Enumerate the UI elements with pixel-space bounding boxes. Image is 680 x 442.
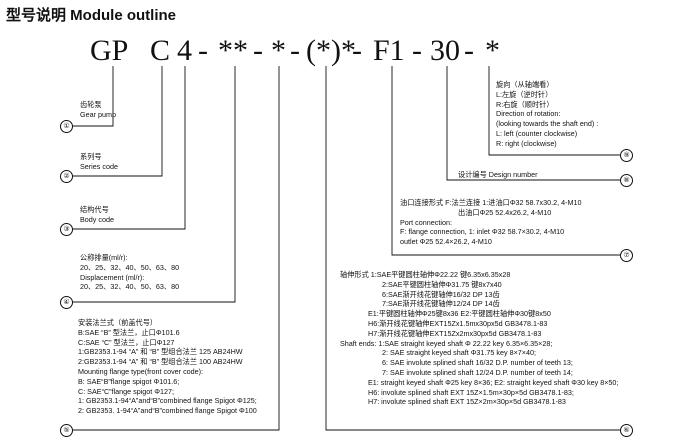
marker-4: ④ <box>60 296 73 309</box>
marker-7: ⑦ <box>620 249 633 262</box>
block-port-connection: 油口连接形式 F:法兰连接 1:进油口Φ32 58.7x30.2, 4-M10 … <box>400 198 581 247</box>
block-line: 20、25、32、40、50、63、80 <box>80 262 180 272</box>
block-design-number: 设计编号 Design number <box>458 170 538 180</box>
block-line: 出油口Φ25 52.4x26.2, 4-M10 <box>458 207 552 217</box>
block-line: 设计编号 Design number <box>458 170 538 179</box>
page-title: 型号说明 Module outline <box>6 7 176 24</box>
block-line: L:左旋（逆时针） <box>496 89 553 99</box>
block-line: 2: GB2353. 1-94“A”and“B”combined flange … <box>78 406 257 416</box>
block-rotation: 旋向（从轴端看） L:左旋（逆时针） R:右旋（顺时针） Direction o… <box>496 80 598 149</box>
block-line: 7:SAE渐开线花键轴伸12/24 DP 14齿 <box>382 299 500 309</box>
marker-2: ② <box>60 170 73 183</box>
block-line: 旋向（从轴端看） <box>496 80 554 89</box>
code-flange: * <box>271 34 286 67</box>
marker-6: ⑥ <box>620 424 633 437</box>
code-dash-6: - <box>464 34 474 67</box>
block-line: 2:SAE平键圆柱轴伸Φ31.75 键8x7x40 <box>382 279 502 289</box>
block-line: E1: straight keyed shaft Φ25 key 8×36; E… <box>368 377 619 387</box>
code-dash-3: - <box>290 34 300 67</box>
block-line: (looking towards the shaft end) : <box>496 119 599 129</box>
code-rotation: * <box>485 34 500 67</box>
block-line: 7: SAE involute splined shaft 12/24 D.P.… <box>382 367 573 377</box>
code-displacement: ** <box>218 34 248 67</box>
block-line: 20、25、32、40、50、63、80 <box>80 282 180 292</box>
leader-6 <box>325 66 620 431</box>
code-dash-5: - <box>412 34 422 67</box>
block-shaft-ends: 轴伸形式 1:SAE平键圆柱轴伸Φ22.22 键6.35x6.35x28 2:S… <box>340 270 618 407</box>
block-line: H6: involute splined shaft EXT 15Z×1.5m×… <box>368 387 574 397</box>
block-line: 6:SAE渐开线花键轴伸16/32 DP 13齿 <box>382 289 500 299</box>
block-line: E1:平键圆柱轴伸Φ25键8x36 E2:平键圆柱轴伸Φ30键8x50 <box>368 309 551 319</box>
marker-3: ③ <box>60 223 73 236</box>
block-line: Series code <box>80 161 118 171</box>
code-dash-1: - <box>198 34 208 67</box>
leader-5 <box>72 66 280 431</box>
block-line: 安装法兰式（前盖代号） <box>78 318 158 327</box>
code-4: 4 <box>177 34 192 67</box>
block-line: H6:渐开线花键轴伸EXT15Zx1.5mx30px5d GB3478.1-83 <box>368 318 548 328</box>
leader-2 <box>72 66 163 177</box>
block-line: Displacement (ml/r): <box>80 272 145 282</box>
block-line: 公称排量(ml/r): <box>80 253 128 262</box>
leader-8 <box>446 66 620 181</box>
block-line: H7: involute splined shaft EXT 15Z×2m×30… <box>368 397 566 407</box>
block-line: outlet Φ25 52.4×26.2, 4-M10 <box>400 237 492 247</box>
leader-1 <box>72 66 114 127</box>
code-dash-2: - <box>253 34 263 67</box>
block-line: Shaft ends: 1:SAE straight keyed shaft Φ… <box>340 338 553 348</box>
block-line: 1: GB2353.1-94“A”and“B”combined flange S… <box>78 396 257 406</box>
leader-7 <box>391 66 620 256</box>
code-dash-4: - <box>352 34 362 67</box>
marker-5: ⑤ <box>60 424 73 437</box>
block-line: 齿轮泵 <box>80 100 102 109</box>
block-line: 2:GB2353.1-94 “A” 和 “B” 型组合法兰 100 AB24HW <box>78 357 243 367</box>
marker-8: ⑧ <box>620 174 633 187</box>
block-line: Direction of rotation: <box>496 109 561 119</box>
block-line: R: right (clockwise) <box>496 138 557 148</box>
block-line: L: left (counter clockwise) <box>496 128 578 138</box>
block-line: 系列号 <box>80 152 102 161</box>
block-line: B:SAE “B” 型法兰，止口Φ101.6 <box>78 327 180 337</box>
block-line: 油口连接形式 F:法兰连接 1:进油口Φ32 58.7x30.2, 4-M10 <box>400 198 582 207</box>
marker-9: ⑨ <box>620 149 633 162</box>
block-line: Mounting flange type(front cover code): <box>78 366 204 376</box>
code-shaft: (*)* <box>306 34 356 67</box>
block-line: 结构代号 <box>80 205 109 214</box>
code-gp: GP <box>90 34 129 67</box>
code-design: 30 <box>430 34 460 67</box>
block-series-code: 系列号 Series code <box>80 152 118 172</box>
code-port: F1 <box>373 34 405 67</box>
block-line: 1:GB2353.1-94 “A” 和 “B” 型组合法兰 125 AB24HW <box>78 347 243 357</box>
marker-1: ① <box>60 120 73 133</box>
block-line: Gear pump <box>80 109 116 119</box>
block-line: 6: SAE involute splined shaft 16/32 D.P.… <box>382 358 573 368</box>
block-line: C:SAE “C” 型法兰，止口Φ127 <box>78 337 175 347</box>
block-line: 轴伸形式 1:SAE平键圆柱轴伸Φ22.22 键6.35x6.35x28 <box>340 270 511 279</box>
leader-9 <box>488 66 620 156</box>
block-line: Body code <box>80 214 114 224</box>
block-mounting-flange: 安装法兰式（前盖代号） B:SAE “B” 型法兰，止口Φ101.6 C:SAE… <box>78 318 257 416</box>
block-gear-pump: 齿轮泵 Gear pump <box>80 100 116 120</box>
block-line: R:右旋（顺时针） <box>496 99 554 109</box>
block-displacement: 公称排量(ml/r): 20、25、32、40、50、63、80 Displac… <box>80 253 179 292</box>
block-line: H7:渐开线花键轴伸EXT15Zx2mx30px5d GB3478.1-83 <box>368 328 542 338</box>
block-line: F: flange connection, 1: inlet Φ32 58.7×… <box>400 227 565 237</box>
block-body-code: 结构代号 Body code <box>80 205 114 225</box>
block-line: B: SAE“B”flange spigot Φ101.6; <box>78 376 180 386</box>
block-line: 2: SAE straight keyed shaft Φ31.75 key 8… <box>382 348 536 358</box>
leader-4 <box>72 66 236 303</box>
block-line: Port connection: <box>400 217 452 227</box>
leader-3 <box>72 66 186 230</box>
block-line: C: SAE“C”flange spigot Φ127; <box>78 386 175 396</box>
code-c: C <box>150 34 171 67</box>
